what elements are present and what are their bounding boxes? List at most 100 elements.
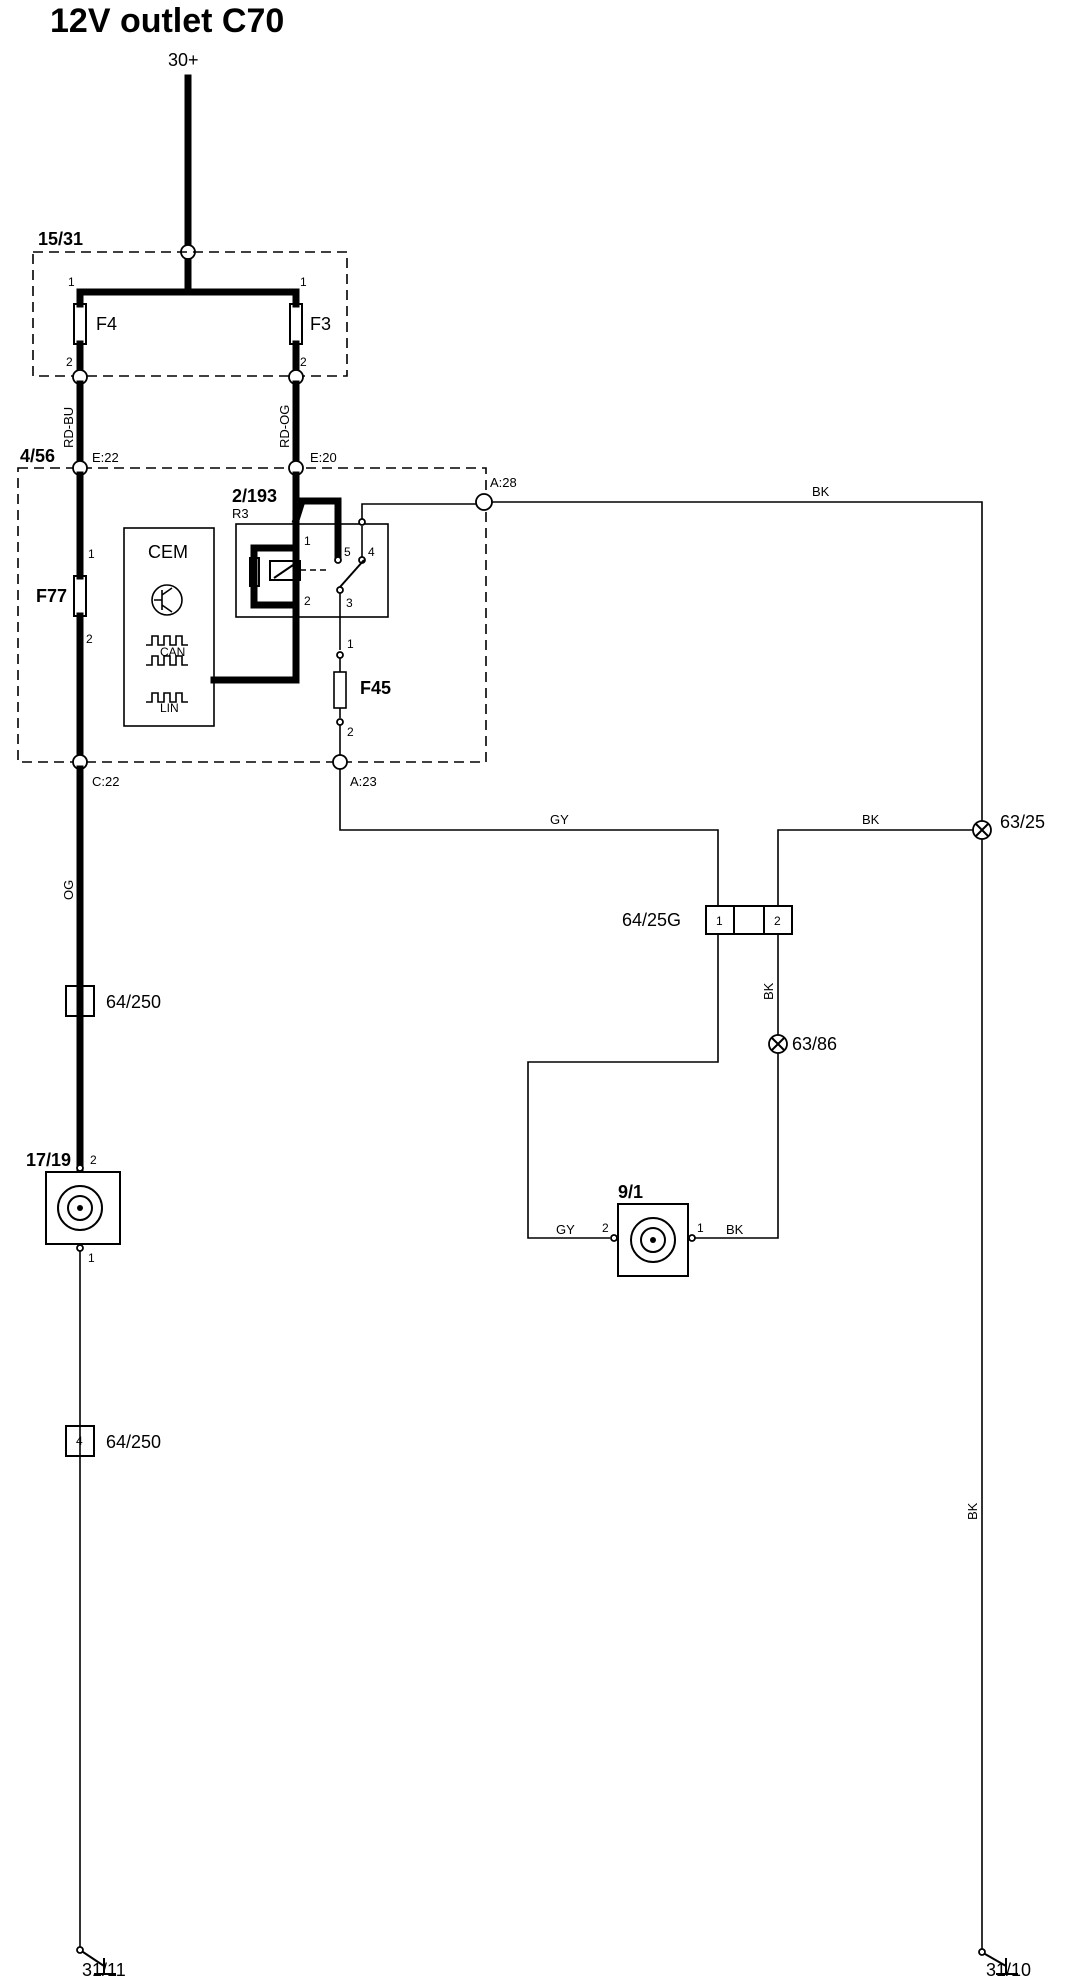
wire-color-bk-conn: BK [761,982,776,1000]
f3-pin-2: 2 [300,355,307,369]
fuse-f77-label: F77 [36,586,67,606]
wire-color-bk-right: BK [965,1502,980,1520]
wire-color-bk-mid: BK [862,812,880,827]
fuse-f4-symbol [73,303,87,345]
fuse-f45-label: F45 [360,678,391,698]
outlet-front-socket-icon [57,1185,103,1231]
outlet-rear-socket-inner [640,1227,666,1253]
wire-color-bk-top: BK [812,484,830,499]
f45-pin-dot-2 [336,718,344,726]
fuse-f77-symbol [73,575,87,617]
wire-color-gy-outlet: GY [556,1222,575,1237]
relay-contact-wire [291,497,342,559]
can-signal-icon [146,635,188,646]
connector-a28-label: A:28 [490,475,517,490]
outlet-front-pin-2: 2 [90,1153,97,1167]
relay-supply-wire [210,471,300,684]
cem-control-box [123,527,215,727]
ground-2-label: 31/10 [986,1960,1031,1980]
f45-pin-dot-1 [336,651,344,659]
connector-c22-label: C:22 [92,774,119,789]
transistor-icon-lines [154,587,173,613]
relay-pin-4: 4 [368,545,375,559]
bk-wire-to-outlet [690,934,779,1239]
f77-pin-dot-2 [77,629,83,635]
relay-resistor-icon [249,557,260,587]
wire-color-og: OG [61,880,76,900]
relay-pin-1: 1 [304,534,311,548]
can-signal-icon-2 [146,655,188,666]
outlet-front-socket-inner [67,1195,93,1221]
outlet-front-pin-1: 1 [88,1251,95,1265]
relay-ref-label: 2/193 [232,486,277,506]
lin-label: LIN [160,701,179,715]
relay-name-label: R3 [232,506,249,521]
f77-pin-dot-1 [77,557,83,563]
relay-pin-dot-1 [293,545,299,551]
ground-symbol-1 [82,1951,116,1975]
connector-64-250-pin4 [65,1425,95,1457]
f4-pin-2: 2 [66,355,73,369]
connector-64-25g-label: 64/25G [622,910,681,930]
gy-wire-to-connector [339,769,719,906]
outlet-front-box [45,1171,121,1245]
relay-box [235,523,389,618]
fuse-f3-label: F3 [310,314,331,334]
connector-64-250-a-label: 64/250 [106,992,161,1012]
relay-switch-arm [339,559,365,588]
connector-rear-pin-2: 2 [774,914,781,928]
outlet-rear-label: 9/1 [618,1182,643,1202]
cem-module-outline [17,467,487,763]
bk-wire-splice [777,829,982,906]
outlet-rear-pin-1: 1 [697,1221,704,1235]
relay-pin-5: 5 [344,545,351,559]
connector-a28-node [475,493,493,511]
lin-signal-icon [146,692,188,703]
outlet-front-label: 17/19 [26,1150,71,1170]
transistor-icon [151,584,183,616]
connector-64-250-pin3 [65,985,95,1017]
ground-1-label: 31/11 [82,1960,126,1980]
outlet-front-pin-dot-1 [76,1244,84,1252]
relay-pin-3: 3 [346,596,353,610]
supply-label: 30+ [168,50,199,70]
connector-pin-3: 3 [76,994,83,1008]
ground-1-node [76,1946,84,1954]
relay-coil-wire [250,544,300,609]
splice-63-25-cross [975,823,989,837]
f77-pin-1: 1 [88,547,95,561]
wire-color-rd-og: RD-OG [277,405,292,448]
splice-63-86-label: 63/86 [792,1034,837,1054]
can-label: CAN [160,645,185,659]
splice-63-86-cross [771,1037,785,1051]
connector-e22-label: E:22 [92,450,119,465]
relay-pin-dot-2 [293,602,299,608]
connector-pin-4: 4 [76,1434,83,1448]
relay-pin-2: 2 [304,594,311,608]
connector-64-25g-dividers [733,906,765,934]
connector-a23-label: A:23 [350,774,377,789]
outlet-rear-pin-dot-1 [688,1234,696,1242]
connector-a23-node [332,754,348,770]
f77-pin-2: 2 [86,632,93,646]
bk-ground-wire-right [492,501,983,1952]
relay-to-a28-wire [361,503,484,519]
cem-label: CEM [148,542,188,562]
f4-pin-1: 1 [68,275,75,289]
fuse-f4-label: F4 [96,314,117,334]
relay-coil-slash [273,562,297,579]
connector-64-25g [705,905,793,935]
f45-pin-2: 2 [347,725,354,739]
outlet-rear-pin-2: 2 [602,1221,609,1235]
fuse-f45-symbol [333,671,347,709]
f3-pin-1: 1 [300,275,307,289]
fuse-box-outline [32,251,348,377]
relay-contact-3 [336,586,344,594]
outlet-front-socket-center [77,1205,83,1211]
gy-wire-to-outlet [527,934,719,1239]
connector-64-250-b-label: 64/250 [106,1432,161,1452]
outlet-rear-pin-dot-2 [610,1234,618,1242]
ground-symbol-2 [984,1953,1018,1975]
wire-color-bk-outlet: BK [726,1222,744,1237]
